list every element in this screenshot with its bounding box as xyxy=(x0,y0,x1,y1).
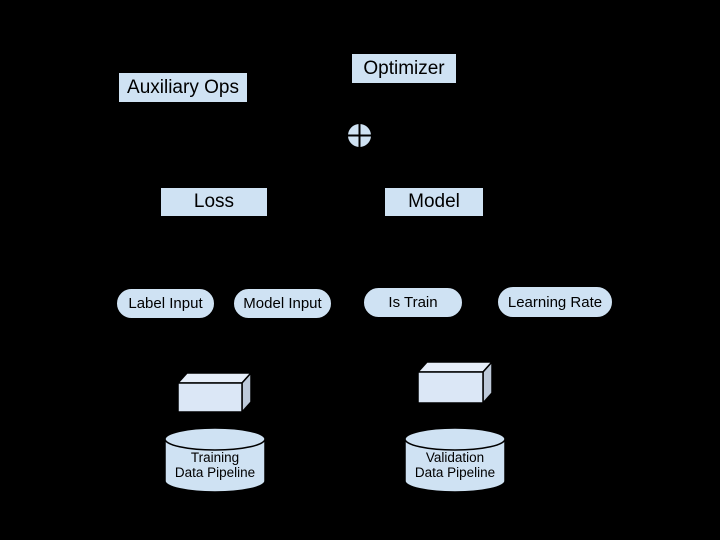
node-model-input: Model Input xyxy=(233,288,332,319)
node-is-train: Is Train xyxy=(363,287,463,318)
validation-cube-icon xyxy=(416,360,494,405)
node-learning-rate: Learning Rate xyxy=(497,286,613,318)
validation-cylinder-icon xyxy=(404,427,506,493)
training-cylinder-icon xyxy=(164,427,266,493)
validation-cylinder-label: Validation Data Pipeline xyxy=(405,450,505,480)
add-operation-icon xyxy=(346,122,373,149)
training-cube-icon xyxy=(176,371,253,414)
node-model: Model xyxy=(384,187,484,217)
node-optimizer: Optimizer xyxy=(351,53,457,84)
node-loss: Loss xyxy=(160,187,268,217)
node-label-input: Label Input xyxy=(116,288,215,319)
validation-cylinder-label-line2: Data Pipeline xyxy=(414,465,496,480)
node-auxiliary-ops: Auxiliary Ops xyxy=(118,72,248,103)
training-cylinder-label: Training Data Pipeline xyxy=(165,450,265,480)
training-cylinder-label-line2: Data Pipeline xyxy=(174,465,256,480)
validation-cylinder-label-line1: Validation xyxy=(425,450,485,465)
training-cylinder-label-line1: Training xyxy=(190,450,240,465)
